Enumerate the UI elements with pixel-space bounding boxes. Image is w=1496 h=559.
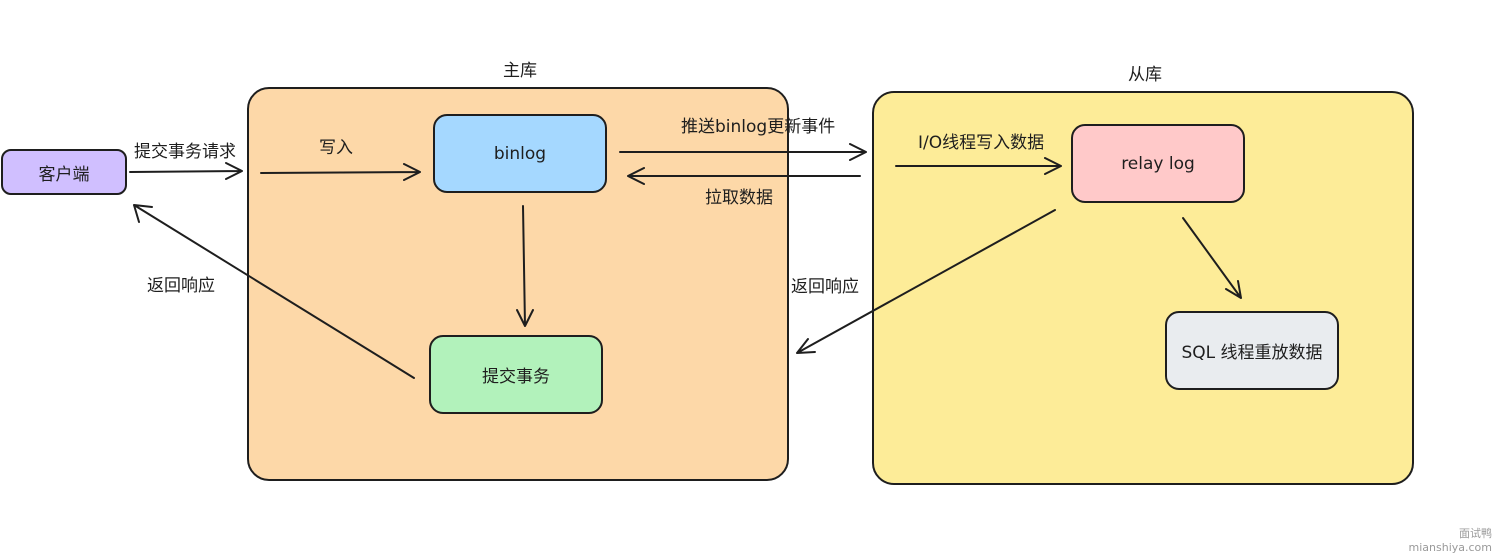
arrow-relay-sql: [1182, 217, 1242, 299]
arrow-push-binlog: [619, 143, 867, 161]
sql-thread-node: SQL 线程重放数据: [1165, 311, 1339, 390]
arrow-submit-request: [129, 162, 243, 180]
arrow-pull-data: [627, 167, 861, 185]
client-node: 客户端: [1, 149, 127, 195]
label-submit-request: 提交事务请求: [134, 142, 236, 162]
sql-thread-label: SQL 线程重放数据: [1181, 343, 1323, 363]
binlog-node: binlog: [433, 114, 607, 193]
relay-log-label: relay log: [1121, 153, 1195, 174]
commit-node: 提交事务: [429, 335, 603, 414]
label-return-response-left: 返回响应: [147, 276, 215, 296]
label-write: 写入: [319, 138, 353, 158]
label-pull-data: 拉取数据: [705, 188, 773, 208]
relay-log-node: relay log: [1071, 124, 1245, 203]
arrow-io-thread: [895, 157, 1062, 175]
slave-region-title: 从库: [1128, 65, 1162, 85]
master-region-title: 主库: [503, 61, 537, 81]
arrow-return-master: [796, 209, 1056, 354]
arrow-binlog-commit: [516, 205, 534, 327]
label-io-thread: I/O线程写入数据: [918, 133, 1045, 153]
watermark-line1: 面试鸭: [1459, 527, 1492, 540]
label-push-binlog: 推送binlog更新事件: [681, 117, 836, 137]
arrow-return-client: [133, 204, 415, 379]
label-return-response-right: 返回响应: [791, 277, 859, 297]
binlog-label: binlog: [493, 143, 547, 164]
arrow-write: [260, 163, 421, 181]
client-label: 客户端: [38, 164, 90, 185]
watermark-line2: mianshiya.com: [1408, 541, 1492, 554]
commit-label: 提交事务: [482, 367, 550, 387]
watermark: 面试鸭 mianshiya.com: [1409, 527, 1492, 555]
